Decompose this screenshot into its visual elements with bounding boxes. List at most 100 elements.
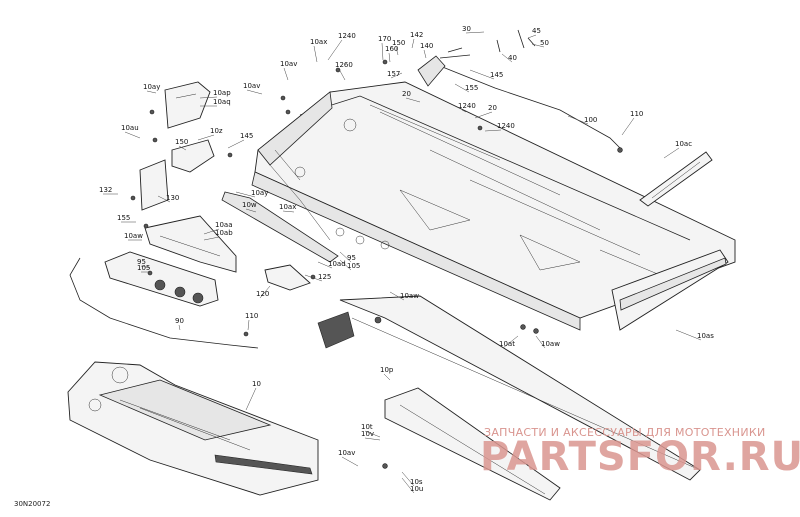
tunnel-assembly-part	[67, 361, 319, 496]
callout-label-1240: 1240	[497, 122, 515, 130]
callout-leader	[423, 49, 427, 59]
watermark-brand: PARTSFOR.RU	[480, 434, 800, 480]
callout-label-20: 20	[488, 104, 497, 112]
callout-leader	[381, 42, 384, 61]
callout-leader	[124, 131, 141, 139]
callout-label-1240: 1240	[338, 32, 356, 40]
callout-label-10t: 10t	[361, 423, 373, 431]
callout-label-10ad: 10ad	[328, 260, 346, 268]
side-panel-part	[317, 295, 701, 481]
callout-leader	[140, 265, 151, 269]
callout-label-1260: 1260	[335, 61, 353, 69]
callout-label-10ay: 10ay	[143, 83, 160, 91]
callout-label-10ap: 10ap	[213, 89, 231, 97]
callout-label-1240: 1240	[458, 102, 476, 110]
callout-label-10aq: 10aq	[213, 98, 231, 106]
callout-label-110: 110	[245, 312, 258, 320]
lower-plate-part	[104, 251, 219, 307]
callout-leader	[364, 430, 381, 438]
callout-label-155: 155	[465, 84, 478, 92]
callout-label-142: 142	[410, 31, 423, 39]
callout-label-10s: 10s	[410, 478, 423, 486]
callout-label-105: 105	[137, 264, 150, 272]
callout-label-132: 132	[99, 186, 112, 194]
callout-label-10ac: 10ac	[675, 140, 692, 148]
callout-label-150: 150	[175, 138, 188, 146]
callout-label-10p: 10p	[380, 366, 394, 374]
callout-label-95: 95	[137, 258, 146, 266]
left-bracket-side	[139, 159, 169, 211]
callout-leader	[501, 53, 513, 63]
callout-leader	[401, 471, 415, 487]
callout-leader	[245, 387, 257, 411]
callout-leader	[388, 52, 391, 63]
callout-leader	[203, 228, 220, 235]
callout-label-130: 130	[166, 194, 179, 202]
callout-label-10aw: 10aw	[541, 340, 560, 348]
callout-label-10v: 10v	[361, 430, 374, 438]
callout-leader	[245, 208, 257, 213]
callout-leader	[395, 46, 399, 56]
callout-leader	[474, 111, 493, 119]
callout-label-20: 20	[402, 90, 411, 98]
callout-label-10w: 10w	[242, 201, 257, 209]
callout-leader	[401, 477, 415, 494]
callout-label-10ax: 10ax	[310, 38, 327, 46]
callout-leader	[178, 324, 181, 331]
callout-leader	[411, 38, 415, 49]
callout-leader	[383, 373, 391, 381]
callout-label-125: 125	[318, 273, 331, 281]
callout-leader	[235, 191, 256, 198]
callout-leader	[327, 39, 343, 61]
callout-leader	[339, 251, 352, 263]
strip-part-10w	[221, 191, 339, 263]
callout-label-10aa: 10aa	[215, 221, 233, 229]
callout-label-110: 110	[630, 110, 643, 118]
callout-leader	[203, 236, 220, 241]
diagram-code: 30N20072	[14, 500, 50, 508]
callout-leader	[178, 145, 187, 151]
callout-label-105: 105	[347, 262, 360, 270]
callout-label-10at: 10at	[499, 340, 515, 348]
left-bracket-upper	[164, 81, 211, 129]
rail-part-10ac	[639, 151, 713, 207]
callout-label-10ab: 10ab	[215, 229, 233, 237]
callout-leader	[283, 67, 289, 81]
callout-leader	[621, 117, 635, 136]
callout-leader	[461, 109, 467, 113]
rod-part	[496, 29, 536, 53]
steering-bar-part	[429, 61, 623, 151]
callout-label-100: 100	[584, 116, 597, 124]
lower-rail-part	[384, 387, 561, 501]
callout-label-90: 90	[175, 317, 184, 325]
callout-leader	[469, 69, 495, 80]
cable-part	[69, 257, 259, 349]
callout-leader	[535, 335, 546, 349]
callout-leader	[389, 291, 405, 301]
callout-label-10av: 10av	[338, 449, 355, 457]
callout-leader	[502, 335, 519, 349]
callout-leader	[157, 195, 171, 203]
callout-leader	[246, 89, 263, 95]
callout-label-150: 150	[392, 39, 405, 47]
callout-leader	[675, 329, 702, 341]
callout-leader	[146, 90, 157, 94]
fastener-group	[130, 59, 623, 469]
callout-leader	[405, 97, 421, 103]
callout-label-45: 45	[532, 27, 541, 35]
callout-label-120: 120	[256, 290, 269, 298]
callout-label-95: 95	[347, 254, 356, 262]
callout-leader	[197, 134, 215, 141]
callout-label-10au: 10au	[121, 124, 139, 132]
callout-leader	[531, 43, 545, 48]
callout-leader	[259, 285, 271, 299]
callout-leader	[304, 274, 323, 282]
callout-label-155: 155	[117, 214, 130, 222]
callout-leader	[390, 72, 403, 79]
watermark-tagline: ЗАПЧАСТИ И АКСЕССУАРЫ ДЛЯ МОТОТЕХНИКИ	[484, 426, 766, 439]
callout-label-170: 170	[378, 35, 391, 43]
footrest-part	[264, 264, 311, 291]
